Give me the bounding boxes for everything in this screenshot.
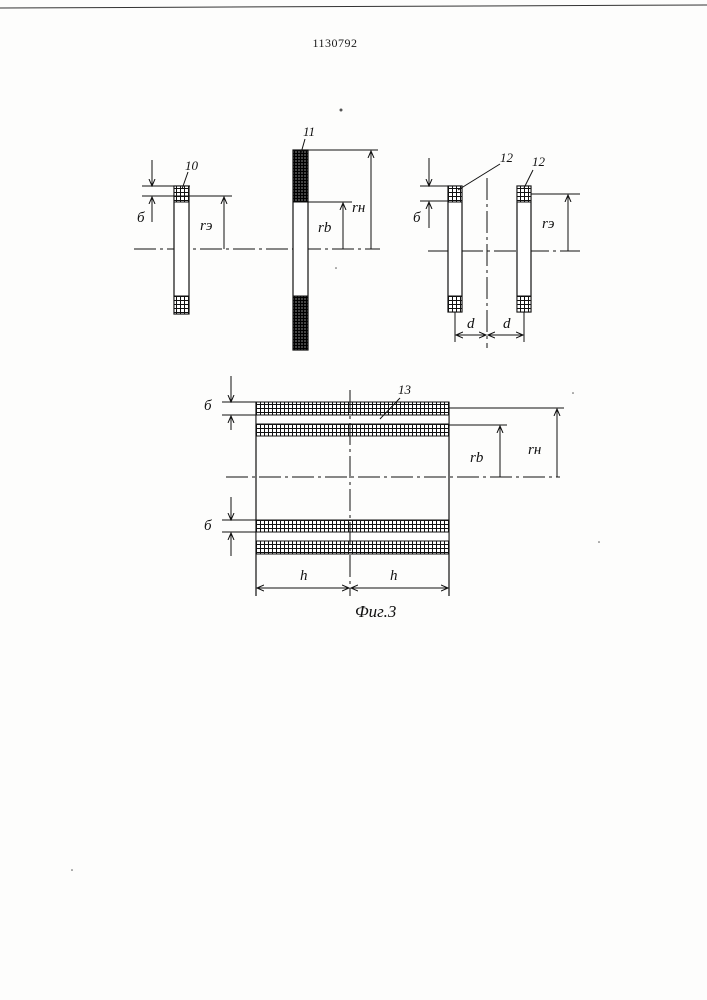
coil-12-right-leader bbox=[524, 170, 533, 188]
coil-13-rn-label: rн bbox=[528, 442, 541, 458]
coil-12-left-leader bbox=[458, 164, 500, 190]
coil-13-bottom-layer-inner bbox=[256, 520, 449, 532]
coil-10-winding-top bbox=[174, 186, 189, 202]
coil-13-top-layer-inner bbox=[256, 424, 449, 436]
coil-12-d-label-left: d bbox=[467, 316, 475, 332]
coil-12-delta-label: б bbox=[413, 210, 421, 226]
coil-13-number: 13 bbox=[398, 382, 412, 397]
coil-12-pair-group: б rэ d d 12 12 bbox=[413, 150, 580, 348]
coil-10-body bbox=[174, 186, 189, 314]
coil-11-group: rb rн 11 bbox=[293, 124, 378, 350]
coil-13-top-delta-label: б bbox=[204, 398, 212, 414]
coil-11-winding-bottom bbox=[293, 296, 308, 350]
figure-caption: Фиг.3 bbox=[355, 602, 396, 621]
coil-10-re-label: rэ bbox=[200, 218, 213, 234]
coil-13-bottom-layer-outer bbox=[256, 541, 449, 554]
coil-11-rn-label: rн bbox=[352, 200, 365, 216]
sheet-top-border bbox=[0, 5, 707, 8]
coil-12-right-winding-bottom bbox=[517, 296, 531, 312]
coil-13-h-label-left: h bbox=[300, 568, 308, 584]
coil-12-d-label-right: d bbox=[503, 316, 511, 332]
coil-10-delta-label: б bbox=[137, 210, 145, 226]
coil-13-rb-label: rb bbox=[470, 450, 484, 466]
coil-11-number: 11 bbox=[303, 124, 315, 139]
coil-10-number: 10 bbox=[185, 158, 199, 173]
coil-12-re-label: rэ bbox=[542, 216, 555, 232]
coil-12-left-winding-bottom bbox=[448, 296, 462, 312]
coil-11-rb-label: rb bbox=[318, 220, 332, 236]
coil-12-left-number: 12 bbox=[500, 150, 514, 165]
coil-12-left-body bbox=[448, 186, 462, 312]
coil-12-right-winding-top bbox=[517, 186, 531, 202]
coil-12-right-number: 12 bbox=[532, 154, 546, 169]
coil-12-right-body bbox=[517, 186, 531, 312]
coil-13-h-label-right: h bbox=[390, 568, 398, 584]
coil-10-winding-bottom bbox=[174, 296, 189, 314]
coil-11-winding-top bbox=[293, 150, 308, 202]
coil-13-bottom-gap bbox=[256, 532, 449, 541]
coil-13-bot-delta-label: б bbox=[204, 518, 212, 534]
coil-13-top-gap bbox=[256, 415, 449, 424]
coil-13-group: rb rн б б h h 13 Фиг.3 bbox=[204, 376, 564, 621]
coil-13-top-layer-outer bbox=[256, 402, 449, 415]
